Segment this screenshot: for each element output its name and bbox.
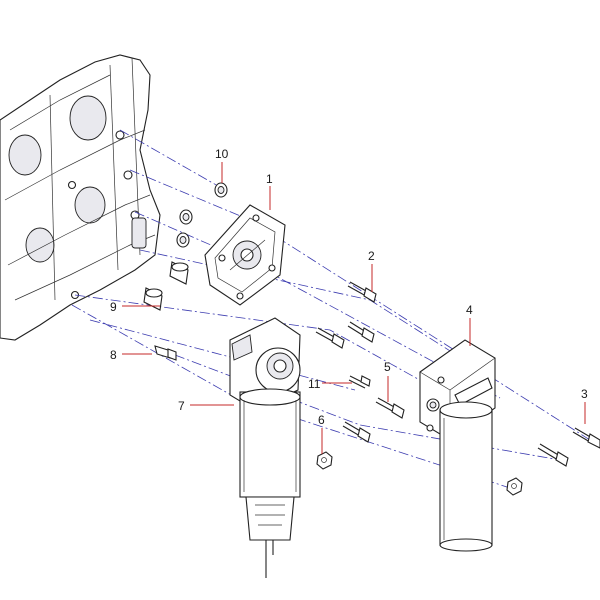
adapter-plate [204, 204, 286, 306]
seal-washers [176, 182, 228, 248]
callout-6: 6 [318, 413, 325, 427]
bolts [315, 281, 600, 467]
callout-1: 1 [266, 172, 273, 186]
callout-3: 3 [581, 387, 588, 401]
spacer-sleeves [143, 261, 189, 311]
hose-fitting [154, 345, 177, 361]
hex-nuts [316, 451, 523, 496]
callout-5: 5 [384, 360, 391, 374]
callout-4: 4 [466, 303, 473, 317]
callout-10: 10 [215, 147, 229, 161]
callout-11: 11 [308, 377, 321, 391]
callout-9: 9 [110, 300, 117, 314]
oil-filter-housing [419, 339, 496, 552]
callout-2: 2 [368, 249, 375, 263]
fuel-filter-assembly [229, 317, 301, 578]
leader-lines [122, 162, 586, 454]
engine-block [0, 54, 161, 341]
assembly-centerlines [71, 129, 591, 489]
callout-7: 7 [178, 399, 185, 413]
callout-8: 8 [110, 348, 117, 362]
